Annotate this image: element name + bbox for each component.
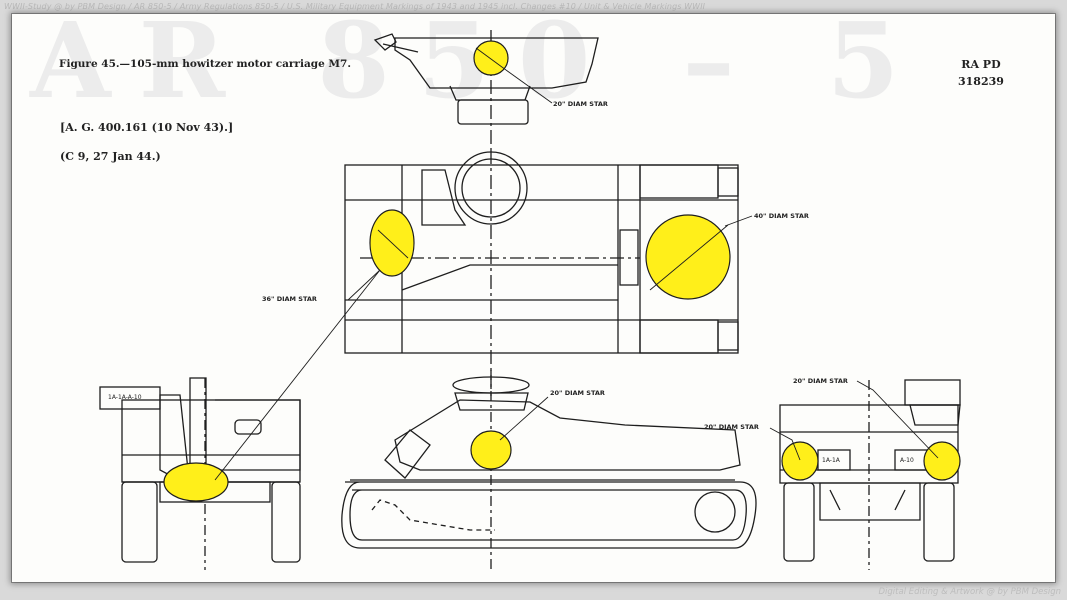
star-top-view-icon bbox=[473, 40, 509, 76]
leader-lines bbox=[214, 69, 939, 481]
header-credit: WWII-Study @ by PBM Design / AR 850-5 / … bbox=[4, 2, 706, 11]
code-rear-left: 1A-1A bbox=[822, 457, 840, 464]
ra-pd-number: 318239 bbox=[958, 75, 1004, 88]
figure-title: Figure 45.—105-mm howitzer motor carriag… bbox=[59, 58, 352, 70]
footer-credit: Digital Editing & Artwork @ by PBM Desig… bbox=[878, 587, 1062, 597]
label-star-rear-top: 20" DIAM STAR bbox=[793, 377, 848, 385]
side-view bbox=[341, 370, 757, 570]
star-plan-right-icon bbox=[645, 214, 731, 300]
label-star-plan-left: 36" DIAM STAR bbox=[262, 295, 317, 303]
label-star-top: 20" DIAM STAR bbox=[553, 100, 608, 108]
code-rear-right: A-10 bbox=[900, 457, 914, 464]
ra-pd-block: RA PD 318239 bbox=[958, 56, 1004, 90]
star-side-icon bbox=[470, 430, 512, 470]
star-rear-left-icon bbox=[781, 441, 819, 481]
star-front-icon bbox=[163, 462, 229, 502]
star-rear-right-icon bbox=[923, 441, 961, 481]
code-front-plate: 1A-1A-A-10 bbox=[108, 394, 142, 401]
label-star-side: 20" DIAM STAR bbox=[550, 389, 605, 397]
plan-view-hull bbox=[344, 150, 739, 400]
ag-reference: [A. G. 400.161 (10 Nov 43).] bbox=[60, 121, 234, 134]
ra-pd-label: RA PD bbox=[961, 58, 1001, 71]
label-star-rear-left: 20" DIAM STAR bbox=[704, 423, 759, 431]
label-star-plan-right: 40" DIAM STAR bbox=[754, 212, 809, 220]
change-reference: (C 9, 27 Jan 44.) bbox=[60, 150, 161, 163]
watermark: AR 850 – 5 bbox=[30, 0, 928, 122]
